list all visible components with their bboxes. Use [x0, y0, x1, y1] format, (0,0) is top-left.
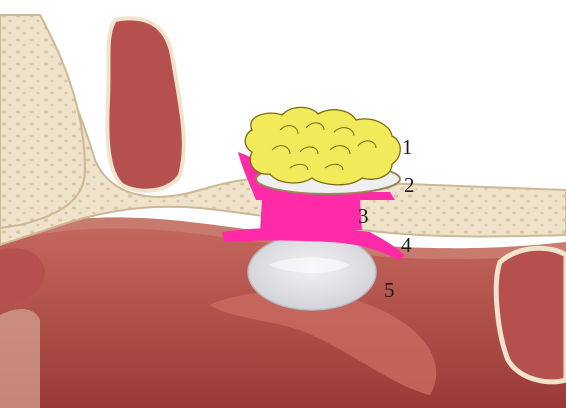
- fascia-layer-3: [260, 200, 362, 232]
- label-4: 4: [401, 235, 412, 256]
- lower-left-wall: [0, 309, 40, 408]
- right-sinus-cavity: [496, 248, 566, 382]
- label-3: 3: [358, 206, 369, 227]
- label-5: 5: [384, 280, 395, 301]
- label-2: 2: [404, 175, 415, 196]
- label-1: 1: [402, 137, 413, 158]
